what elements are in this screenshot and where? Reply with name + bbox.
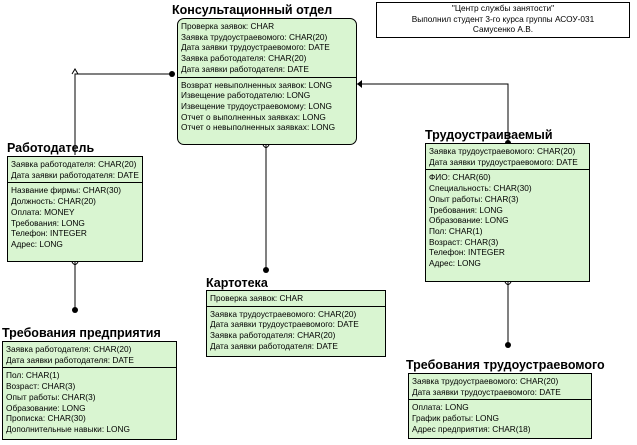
attr: Извещение трудоустраевомому: LONG [181,100,332,111]
attr: Дополнительные навыки: LONG [6,423,130,434]
entity-title-trebtrud: Требования трудоустраевомого [406,358,605,372]
entity-attr-section: Пол: CHAR(1) Возраст: CHAR(3) Опыт работ… [3,368,176,436]
key-attr: Дата заявки трудоустраевомого: DATE [412,386,561,397]
attr: Заявка работодателя: CHAR(20) [210,330,336,341]
attr: Телефон: INTEGER [429,247,505,258]
note-line: Самусенко А.В. [472,24,534,34]
note-line: Выполнил студент 3-го курса группы АСОУ-… [411,13,595,24]
entity-trebpred[interactable]: Заявка работодателя: CHAR(20) Дата заявк… [2,341,177,440]
entity-attr-section: Название фирмы: CHAR(30) Должность: CHAR… [8,183,142,251]
entity-attr-section: Оплата: LONG График работы: LONG Адрес п… [409,400,591,436]
entity-trebtrud[interactable]: Заявка трудоустраевомого: CHAR(20) Дата … [408,373,592,439]
entity-attr-section: Возврат невыполненных заявок: LONG Извещ… [178,78,356,136]
key-attr: Дата заявки работодателя: DATE [181,63,309,74]
entity-title-trudoustr: Трудоустраиваемый [425,128,553,142]
key-attr: Заявка работодателя: CHAR(20) [11,159,137,169]
key-attr: Дата заявки работодателя: DATE [11,169,139,180]
attr: Заявка трудоустраевомого: CHAR(20) [210,308,357,319]
entity-title-trebpred: Требования предприятия [2,326,161,340]
rel-nonid-mark [71,68,79,75]
rel-nonid-mark [504,281,512,285]
entity-attr-section: ФИО: CHAR(60) Специальность: CHAR(30) Оп… [426,170,589,270]
entity-attr-section: Заявка трудоустраевомого: CHAR(20) Дата … [207,307,385,354]
entity-title-kartoteka: Картотека [206,276,268,290]
key-attr: Дата заявки трудоустраевомого: DATE [429,156,578,167]
entity-title-rabotodatel: Работодатель [7,141,95,155]
attr: Название фирмы: CHAR(30) [11,185,121,196]
rel-dot [72,307,78,313]
attr: Адрес: LONG [429,258,481,269]
attr: Прописка: CHAR(30) [6,413,86,424]
entity-key-section: Заявка работодателя: CHAR(20) Дата заявк… [8,157,142,184]
entity-key-section: Заявка работодателя: CHAR(20) Дата заявк… [3,342,176,369]
rel-nonid-mark [262,144,270,148]
entity-key-section: Заявка трудоустраевомого: CHAR(20) Дата … [409,374,591,401]
rel-dot [169,71,175,77]
rel-dot [263,267,269,273]
entity-konsult[interactable]: Проверка заявок: CHAR Заявка трудоустрае… [177,18,357,145]
note-line: "Центр службы занятости" [451,3,555,13]
attr: График работы: LONG [412,413,499,424]
key-attr: Заявка трудоустраевомого: CHAR(20) [429,146,576,156]
entity-key-section: Заявка трудоустраевомого: CHAR(20) Дата … [426,144,589,171]
attr: Возраст: CHAR(3) [6,381,76,392]
attr: Требования: LONG [429,204,503,215]
entity-rabotodatel[interactable]: Заявка работодателя: CHAR(20) Дата заявк… [7,156,143,262]
attr: Образование: LONG [6,402,86,413]
attr: Отчет о невыполненных заявках: LONG [181,122,336,133]
entity-key-section: Проверка заявок: CHAR Заявка трудоустрае… [178,19,356,78]
attr: Дата заявки трудоустраевомого: DATE [210,319,359,330]
attr: Пол: CHAR(1) [429,225,483,236]
key-attr: Заявка трудоустраевомого: CHAR(20) [412,376,559,386]
entity-trudoustr[interactable]: Заявка трудоустраевомого: CHAR(20) Дата … [425,143,590,282]
attr: Оплата: LONG [412,402,469,413]
attr: Возврат невыполненных заявок: LONG [181,79,333,90]
attr: Оплата: MONEY [11,206,75,217]
key-attr: Дата заявки работодателя: DATE [6,354,134,365]
rel-dot [505,342,511,348]
rel-konsult-trudoustr [357,83,509,143]
attr: Извещение работодателю: LONG [181,90,311,101]
attr: Опыт работы: CHAR(3) [429,193,519,204]
key-attr: Дата заявки трудоустраевомого: DATE [181,42,330,53]
rel-nonid-mark [71,261,79,265]
entity-title-konsult: Консультационный отдел [172,3,333,17]
attr: Опыт работы: CHAR(3) [6,391,96,402]
attr: Должность: CHAR(20) [11,196,96,207]
attr: Пол: CHAR(1) [6,370,60,381]
attr: Отчет о выполненных заявках: LONG [181,111,326,122]
attr: Возраст: CHAR(3) [429,236,499,247]
author-note: "Центр службы занятости" Выполнил студен… [376,2,630,38]
key-attr: Заявка трудоустраевомого: CHAR(20) [181,31,328,42]
attr: Адрес предприятия: CHAR(18) [412,423,531,434]
attr: Адрес: LONG [11,238,63,249]
attr: Специальность: CHAR(30) [429,183,532,194]
entity-key-section: Проверка заявок: CHAR [207,291,385,307]
entity-kartoteka[interactable]: Проверка заявок: CHAR Заявка трудоустрае… [206,290,386,357]
key-attr: Заявка работодателя: CHAR(20) [181,53,307,64]
attr: ФИО: CHAR(60) [429,172,491,183]
attr: Требования: LONG [11,217,85,228]
rel-rabotodatel-konsult [74,73,172,155]
key-attr: Проверка заявок: CHAR [210,293,304,303]
rel-diamond [357,80,362,88]
attr: Образование: LONG [429,215,509,226]
attr: Дата заявки работодателя: DATE [210,340,338,351]
key-attr: Проверка заявок: CHAR [181,21,275,31]
key-attr: Заявка работодателя: CHAR(20) [6,344,132,354]
attr: Телефон: INTEGER [11,228,87,239]
